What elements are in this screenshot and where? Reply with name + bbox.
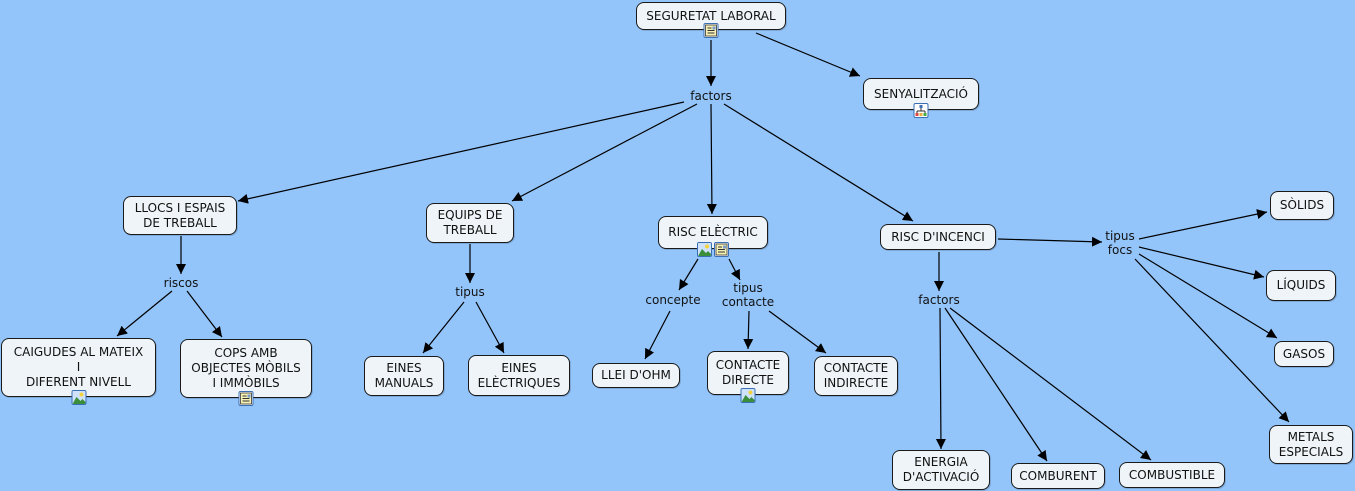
concept-eines-manuals[interactable]: EINES MANUALS [364,356,444,396]
edge-concepte-llei [644,310,671,360]
concept-label: RISC D'INCENCI [891,229,985,244]
edge-incendi-tipus-focs [997,236,1103,247]
link-concepte[interactable]: concepte [643,293,703,307]
edge-focs-solids [1138,209,1268,240]
concept-label: LLEI D'OHM [601,368,671,382]
concept-senyalitzacio[interactable]: SENYALITZACIÓ [863,78,979,118]
image-icon[interactable] [740,388,756,403]
concept-metals-especials[interactable]: METALS ESPECIALS [1269,425,1353,464]
link-factors-incendi[interactable]: factors [916,293,962,307]
edge-electric-concepte [678,258,699,291]
document-icon[interactable] [714,242,729,257]
edge-factors-energia [935,307,946,450]
edge-factors-llocs [237,101,685,204]
document-icon[interactable] [238,391,254,406]
concept-comburent[interactable]: COMBURENT [1011,463,1105,489]
edge-riscos-cops [186,290,223,338]
concept-contacte-indirecte[interactable]: CONTACTE INDIRECTE [814,356,898,396]
concept-label: SEGURETAT LABORAL [646,8,776,23]
edge-focs-liquids [1138,246,1265,280]
concept-label: EQUIPS DE TREBALL [437,208,503,237]
link-factors-top[interactable]: factors [688,89,734,103]
link-tipus-contacte[interactable]: tipus contacte [719,281,777,309]
concept-risc-electric[interactable]: RISC ELÈCTRIC [658,216,768,257]
concept-equips-treball[interactable]: EQUIPS DE TREBALL [426,203,514,243]
concept-label: COMBURENT [1019,468,1097,483]
concept-caigudes[interactable]: CAIGUDES AL MATEIX I DIFERENT NIVELL [1,338,156,405]
concept-eines-electriques[interactable]: EINES ELÈCTRIQUES [468,355,570,396]
link-tipus-focs[interactable]: tipus focs [1103,229,1137,257]
concept-label: CONTACTE DIRECTE [715,358,781,387]
edge-focs-metals [1134,258,1290,423]
concept-solids[interactable]: SÒLIDS [1270,191,1334,220]
edge-factors-equips [511,103,698,202]
concept-cops[interactable]: COPS AMB OBJECTES MÒBILS I IMMÒBILS [180,339,312,406]
edge-factors-combustible [949,307,1152,461]
concept-energia-activacio[interactable]: ENERGIA D'ACTIVACIÓ [892,450,990,490]
edge-factors-comburent [944,307,1048,462]
concept-llei-ohm[interactable]: LLEI D'OHM [592,363,680,388]
concept-label: GASOS [1282,346,1326,361]
concept-llocs-espais-treball[interactable]: LLOCS I ESPAIS DE TREBALL [123,196,237,235]
concept-label: RISC ELÈCTRIC [668,225,758,239]
link-tipus-equips[interactable]: tipus [453,285,487,299]
concept-contacte-directe[interactable]: CONTACTE DIRECTE [707,351,789,403]
concept-label: EINES ELÈCTRIQUES [477,360,561,390]
concept-label: CAIGUDES AL MATEIX I DIFERENT NIVELL [13,345,144,389]
concept-label: CONTACTE INDIRECTE [823,361,889,390]
concept-seguretat-laboral[interactable]: SEGURETAT LABORAL [636,2,786,38]
concept-label: METALS ESPECIALS [1278,429,1344,459]
concept-label: LÍQUIDS [1276,278,1326,292]
edge-focs-gasos [1138,253,1278,339]
document-icon[interactable] [703,23,719,38]
link-riscos[interactable]: riscos [161,276,201,290]
edge-tipus-contacte-directe [743,310,754,350]
edge-tipus-manuals [422,301,465,354]
concept-label: ENERGIA D'ACTIVACIÓ [902,455,980,484]
concept-gasos[interactable]: GASOS [1274,341,1334,367]
concept-combustible[interactable]: COMBUSTIBLE [1119,462,1225,488]
concept-label: COPS AMB OBJECTES MÒBILS I IMMÒBILS [191,346,301,390]
edge-factors-risc-electric [706,103,717,215]
concept-label: EINES MANUALS [374,361,434,390]
edge-riscos-caigudes [116,290,173,337]
concept-label: LLOCS I ESPAIS DE TREBALL [134,200,226,230]
concept-label: COMBUSTIBLE [1128,467,1216,482]
edge-tipus-contacte-indirecte [768,310,827,354]
edge-tipus-electriques [475,301,505,354]
concept-map-icon[interactable] [913,103,929,118]
concept-label: SÒLIDS [1279,198,1325,212]
concept-liquids[interactable]: LÍQUIDS [1266,270,1336,301]
edge-factors-risc-incendi [723,103,914,222]
image-icon[interactable] [697,242,712,257]
concept-risc-incendi[interactable]: RISC D'INCENCI [880,224,996,250]
edge-electric-tipus-contacte [728,258,741,281]
concept-label: SENYALITZACIÓ [874,86,968,101]
image-icon[interactable] [71,390,86,405]
edge-root-senyalitzacio [755,32,861,77]
